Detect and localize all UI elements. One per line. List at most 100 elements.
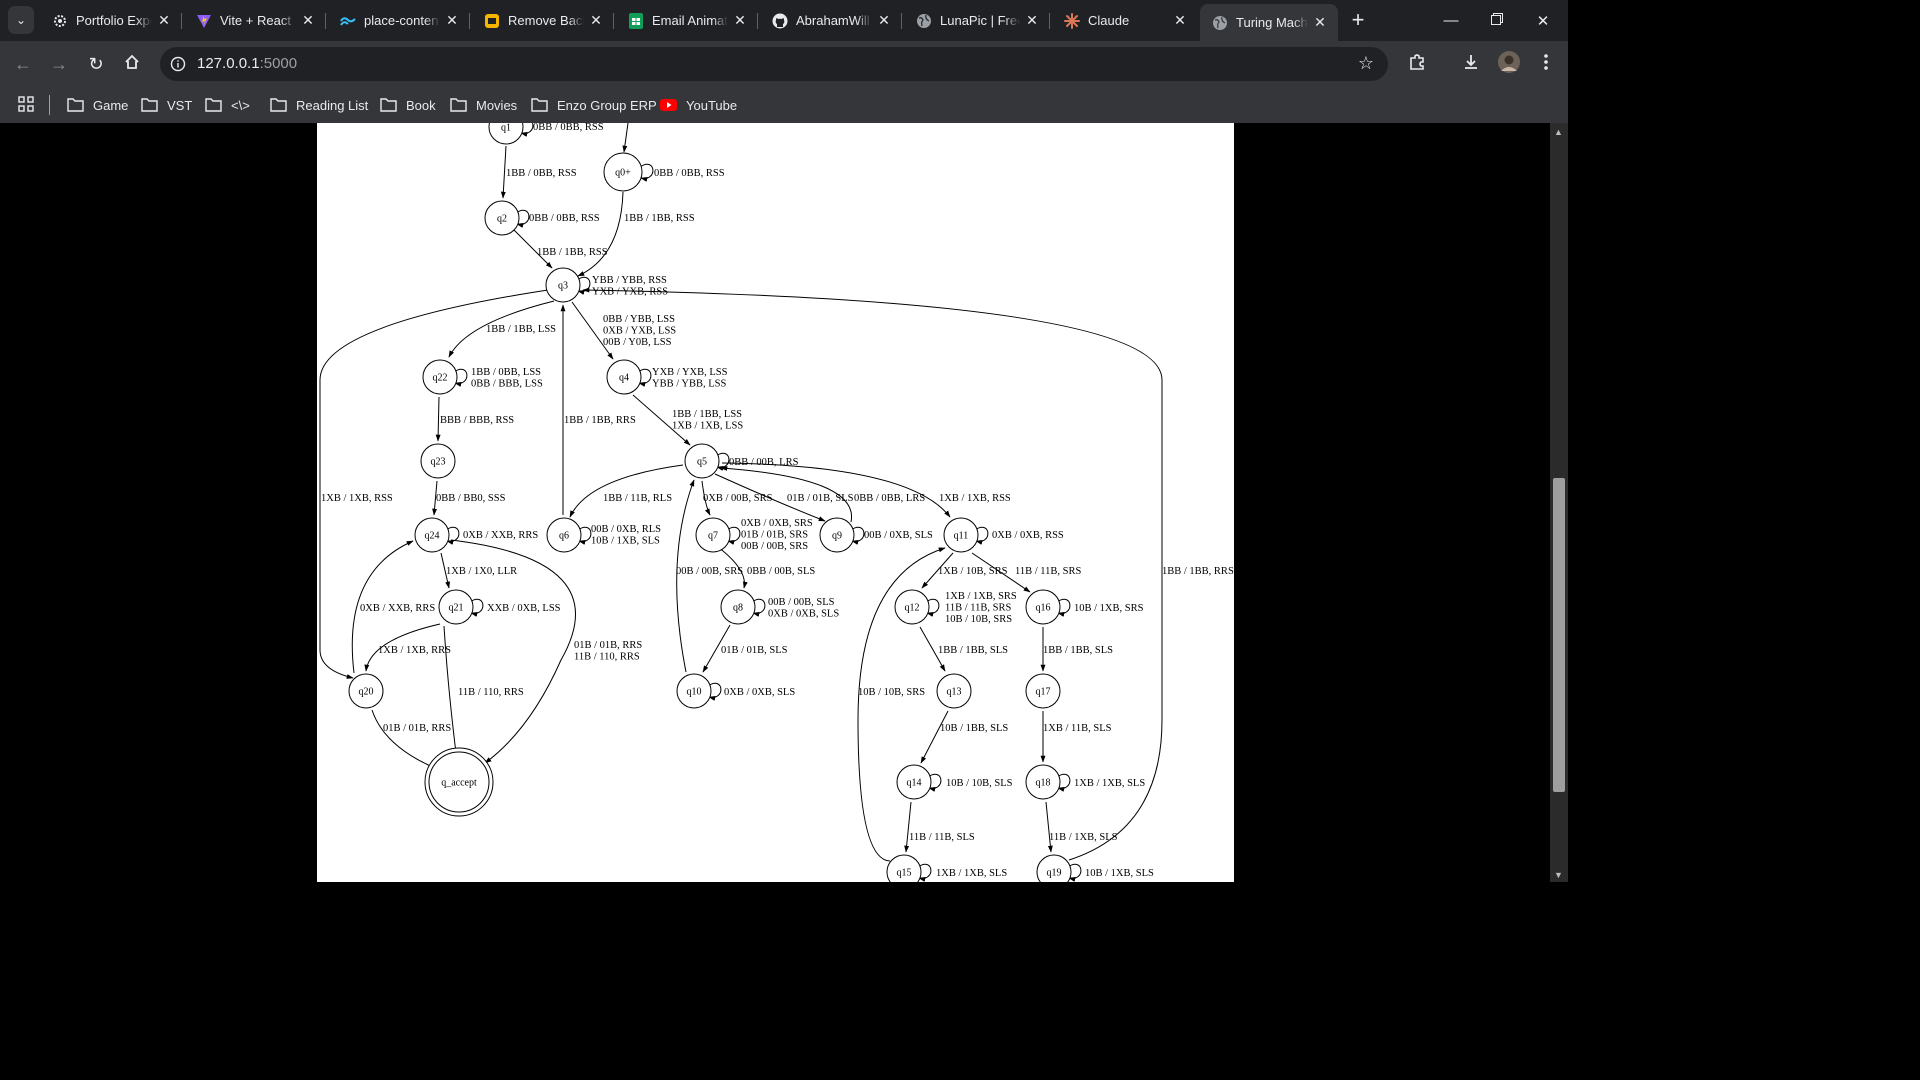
- menu-button[interactable]: [1531, 49, 1561, 79]
- vertical-scrollbar[interactable]: ▲ ▼: [1550, 123, 1568, 882]
- remove-bg-icon: [484, 13, 500, 29]
- downloads-button[interactable]: [1456, 49, 1486, 79]
- state-label: q20: [359, 687, 374, 698]
- state-node-q12: q12: [894, 589, 930, 625]
- apps-button[interactable]: [18, 95, 34, 115]
- transition-label: 1XB / 11B, SLS: [1043, 723, 1112, 734]
- folder-icon: [270, 97, 288, 113]
- tab-place-content[interactable]: place-content ✕: [328, 4, 470, 37]
- transition-label: 0BB / 00B, SLS: [747, 566, 815, 577]
- bookmark-label: Game: [93, 97, 129, 113]
- state-label: q_accept: [441, 778, 477, 789]
- extensions-button[interactable]: [1402, 49, 1432, 79]
- tab-github[interactable]: AbrahamWill ✕: [760, 4, 902, 37]
- scroll-down-arrow-icon[interactable]: ▼: [1554, 870, 1563, 880]
- state-label: q24: [425, 531, 440, 542]
- restore-button[interactable]: [1474, 0, 1520, 41]
- transition-label-line: 11B / 1XB, SLS: [1049, 832, 1118, 843]
- bookmark-folder-reading-list[interactable]: Reading List: [270, 95, 368, 115]
- transition-arrow: [432, 480, 438, 516]
- transition-label-line: 0XB / XXB, RRS: [463, 530, 538, 541]
- tab-turing-machine[interactable]: Turing Machi ✕: [1200, 4, 1338, 41]
- address-bar[interactable]: 127.0.0.1:5000 ☆: [160, 47, 1388, 81]
- forward-button[interactable]: →: [44, 49, 74, 79]
- bookmark-folder-movies[interactable]: Movies: [450, 95, 517, 115]
- bookmark-folder-book[interactable]: Book: [380, 95, 436, 115]
- tab-vite[interactable]: Vite + React ✕: [184, 4, 326, 37]
- transition-label-line: 00B / Y0B, LSS: [603, 337, 672, 348]
- scroll-up-arrow-icon[interactable]: ▲: [1554, 127, 1563, 137]
- home-button[interactable]: [117, 49, 147, 79]
- reload-button[interactable]: ↻: [81, 49, 111, 79]
- self-loop-arrow: [576, 276, 591, 295]
- tab-remove-background[interactable]: Remove Back ✕: [472, 4, 614, 37]
- transition-arrow: [319, 289, 549, 679]
- tab-search-button[interactable]: ⌄: [8, 6, 34, 34]
- transition-label-line: 1BB / 1BB, SLS: [938, 645, 1008, 656]
- transition-label-line: 1XB / 1XB, RSS: [321, 493, 393, 504]
- transition-label-line: 10B / 1XB, SLS: [591, 536, 660, 547]
- transition-label-line: 10B / 10B, SLS: [946, 778, 1013, 789]
- state-label: q13: [947, 687, 962, 698]
- transition-arrow: [1045, 801, 1053, 853]
- close-icon[interactable]: ✕: [878, 12, 890, 28]
- close-window-button[interactable]: ✕: [1520, 0, 1566, 41]
- tab-title: Turing Machi: [1236, 15, 1308, 30]
- folder-icon: [141, 97, 159, 113]
- close-icon[interactable]: ✕: [734, 12, 746, 28]
- globe-icon: [1212, 15, 1228, 31]
- transition-label-line: 01B / 01B, SLS: [721, 645, 788, 656]
- state-node-q8: q8: [720, 589, 756, 625]
- transition-label: 1BB / 1BB, LSS: [486, 324, 556, 335]
- state-node-q_accept: q_accept: [424, 747, 494, 817]
- state-node-q18: q18: [1025, 764, 1061, 800]
- transition-label: 0BB / 0BB, RSS: [533, 123, 604, 133]
- bookmark-folder-game[interactable]: Game: [67, 95, 128, 115]
- transition-arrow: [676, 479, 695, 673]
- transition-label: 11B / 11B, SRS: [1015, 566, 1081, 577]
- scrollbar-thumb[interactable]: [1553, 478, 1565, 792]
- state-node-q11: q11: [943, 517, 979, 553]
- transition-label-line: 0BB / BB0, SSS: [436, 493, 506, 504]
- tab-lunapic[interactable]: LunaPic | Free ✕: [904, 4, 1050, 37]
- bookmark-folder-vst[interactable]: VST: [141, 95, 192, 115]
- bookmark-folder-code[interactable]: <\>: [205, 95, 250, 115]
- close-icon[interactable]: ✕: [1026, 12, 1038, 28]
- close-icon[interactable]: ✕: [158, 12, 170, 28]
- state-label: q17: [1036, 687, 1051, 698]
- close-icon[interactable]: ✕: [302, 12, 314, 28]
- transition-label-line: 11B / 110, RRS: [458, 687, 524, 698]
- bookmark-star-icon[interactable]: ☆: [1357, 53, 1374, 73]
- transition-arrow: [721, 462, 951, 518]
- transition-label-line: 0XB / YXB, LSS: [603, 326, 676, 337]
- close-icon[interactable]: ✕: [1174, 12, 1186, 28]
- tab-title: Remove Back: [508, 13, 584, 28]
- site-info-icon[interactable]: [168, 54, 188, 74]
- profile-button[interactable]: [1494, 49, 1524, 79]
- tab-claude[interactable]: Claude ✕: [1052, 4, 1198, 37]
- close-icon[interactable]: ✕: [1314, 14, 1326, 30]
- transition-label: 1BB / 1BB, SLS: [1043, 645, 1113, 656]
- github-icon: [772, 13, 788, 29]
- new-tab-button[interactable]: +: [1346, 7, 1370, 32]
- bookmark-youtube[interactable]: YouTube: [660, 95, 737, 115]
- back-button[interactable]: ←: [8, 49, 38, 79]
- url-text[interactable]: 127.0.0.1:5000: [197, 55, 297, 72]
- minimize-button[interactable]: —: [1428, 0, 1474, 41]
- url-host: 127.0.0.1: [197, 55, 260, 72]
- close-icon[interactable]: ✕: [590, 12, 602, 28]
- tab-email-animation[interactable]: Email Animat ✕: [616, 4, 758, 37]
- transition-label: 1XB / 1XB, SLS: [936, 868, 1007, 879]
- close-icon[interactable]: ✕: [446, 12, 458, 28]
- bookmark-folder-enzo-group-erp[interactable]: Enzo Group ERP: [531, 95, 657, 115]
- tab-portfolio[interactable]: Portfolio Expe ✕: [40, 4, 182, 37]
- state-node-q4: q4: [606, 359, 642, 395]
- transition-label: 1XB / 10B, SRS: [938, 566, 1008, 577]
- transition-arrow: [571, 301, 614, 360]
- transition-label-line: 11B / 11B, SRS: [1015, 566, 1081, 577]
- transition-arrow: [435, 396, 441, 442]
- transition-label-line: 01B / 01B, RRS: [574, 640, 642, 651]
- transition-label-line: 01B / 01B, SLS: [787, 493, 854, 504]
